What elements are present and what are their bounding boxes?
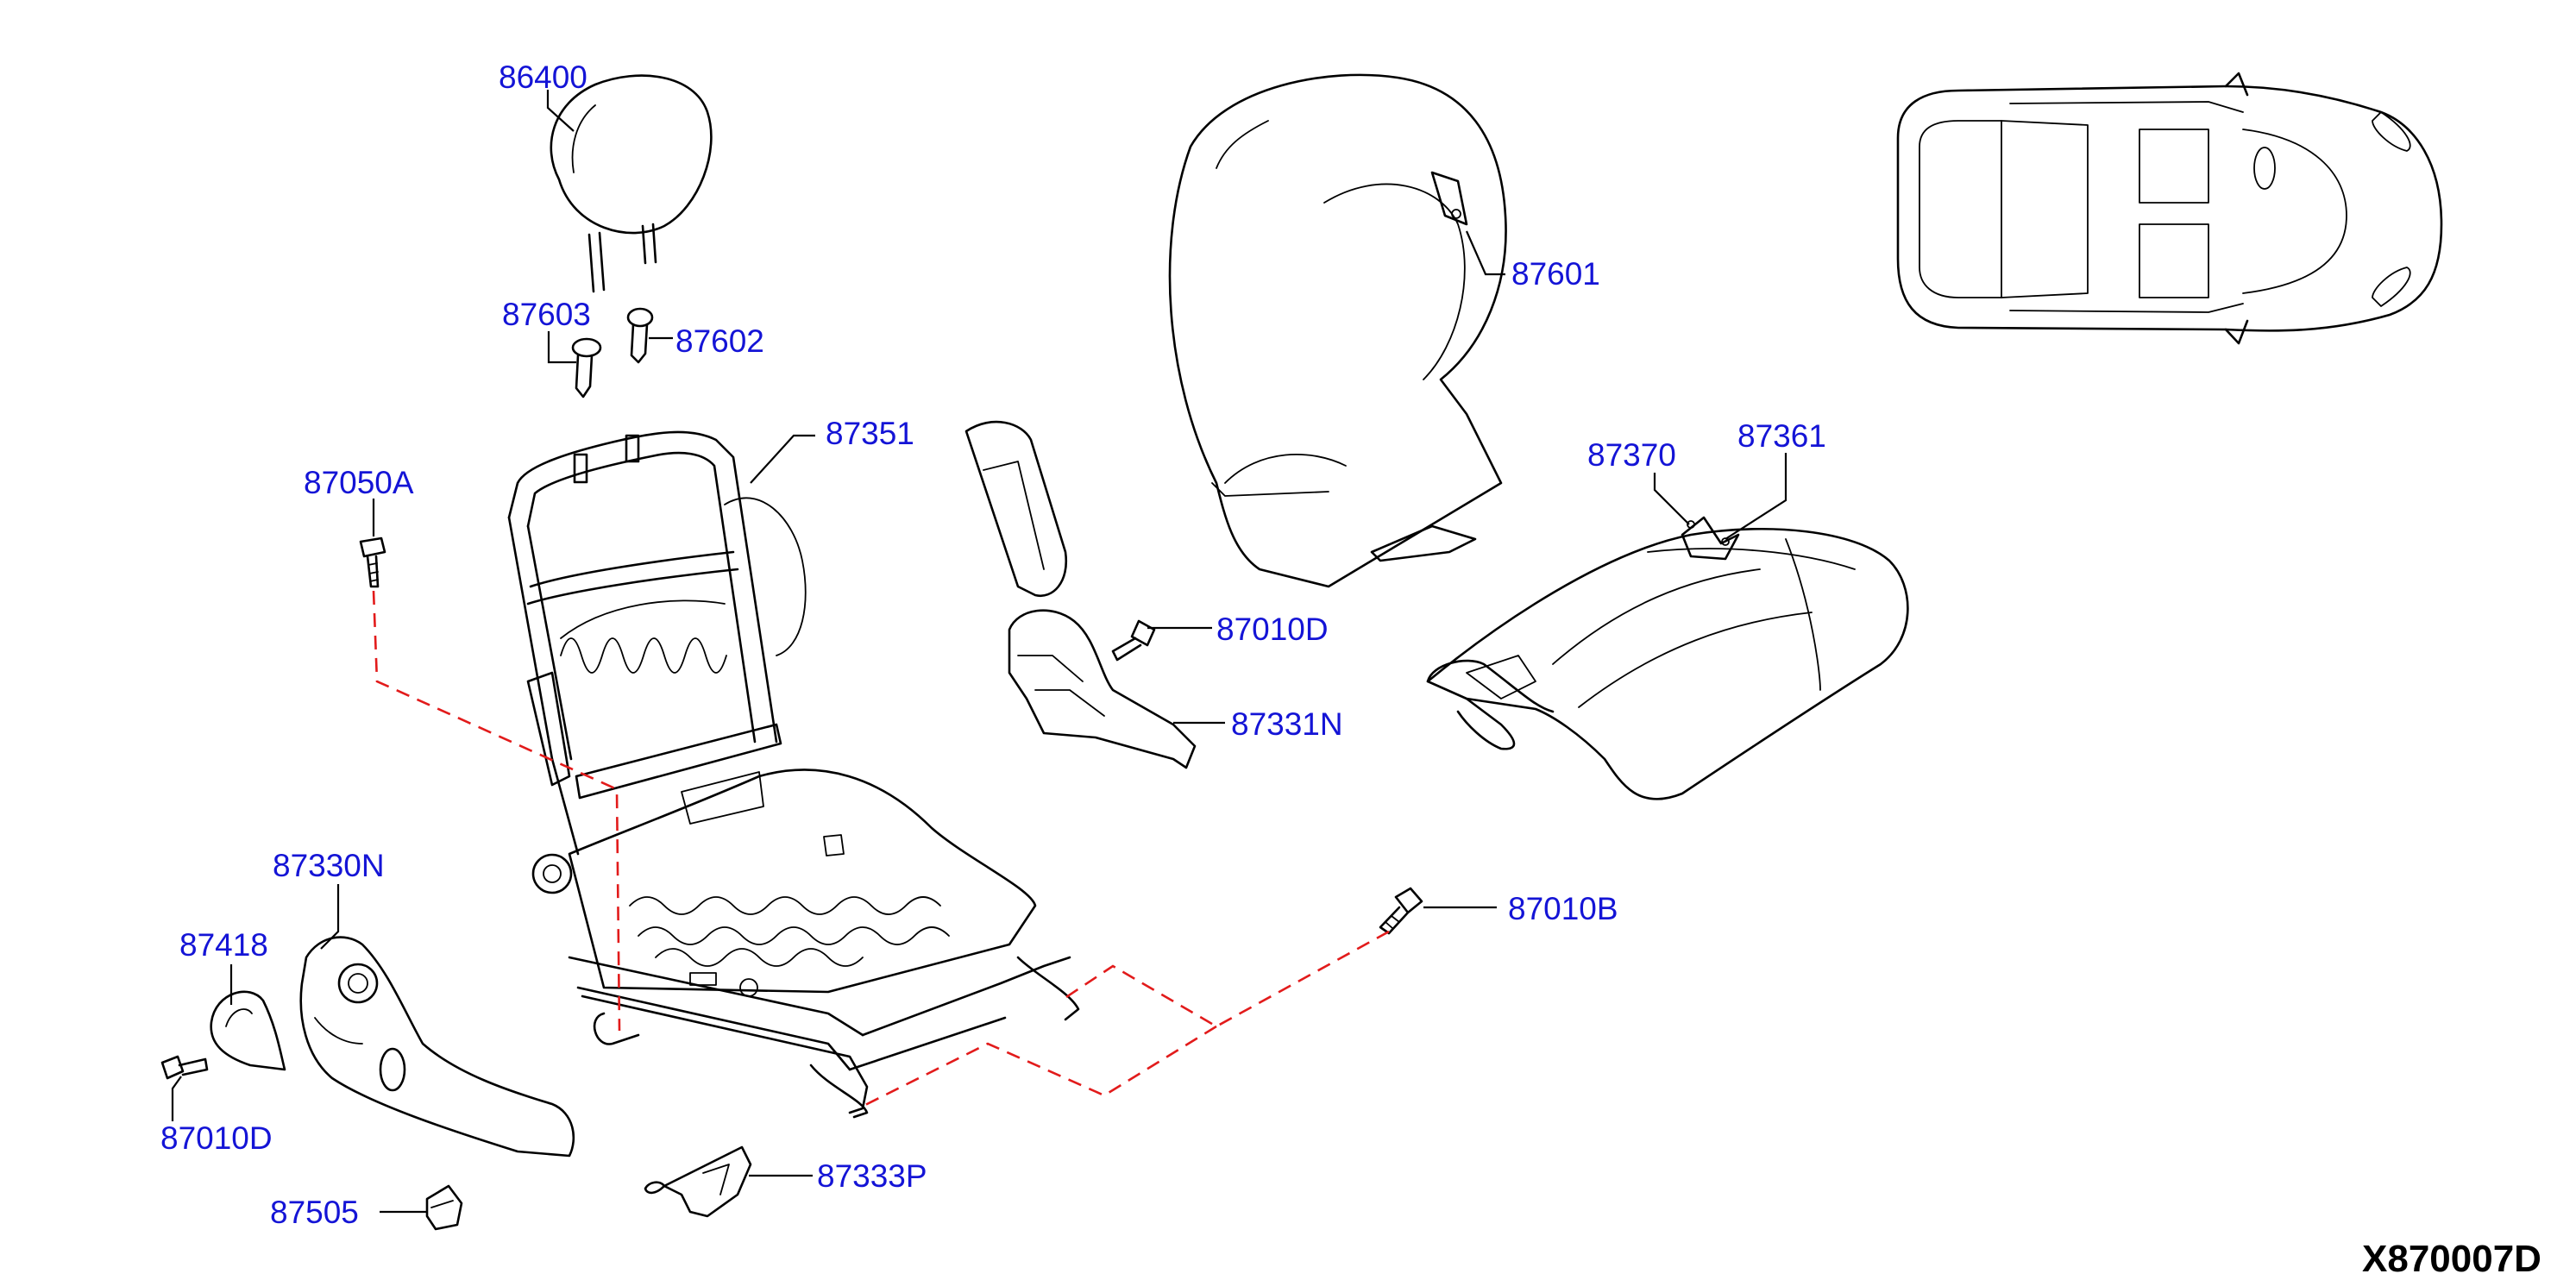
label-87333P: 87333P bbox=[817, 1158, 927, 1194]
headrest bbox=[550, 74, 713, 293]
bracket-87333P bbox=[644, 1145, 752, 1218]
clip-87505 bbox=[425, 1184, 463, 1231]
outer-finisher-87330N bbox=[299, 936, 575, 1158]
label-87370: 87370 bbox=[1587, 437, 1676, 473]
label-87418: 87418 bbox=[179, 927, 268, 963]
bolt-87010D-top bbox=[1111, 619, 1156, 662]
label-86400: 86400 bbox=[499, 60, 587, 95]
bolt-87010B bbox=[1379, 887, 1423, 935]
seat-back-frame bbox=[507, 430, 807, 894]
side-bolster-strip bbox=[964, 420, 1068, 598]
label-87010D-top: 87010D bbox=[1216, 612, 1329, 647]
label-87602: 87602 bbox=[675, 323, 764, 359]
label-87331N: 87331N bbox=[1231, 706, 1343, 742]
bolt-87050A bbox=[359, 536, 386, 588]
label-87603: 87603 bbox=[502, 297, 591, 332]
inner-shield-87331N bbox=[1008, 609, 1197, 769]
seat-cushion-cover bbox=[1426, 516, 1909, 800]
label-87351: 87351 bbox=[826, 416, 914, 451]
headrest-guide-clips bbox=[571, 307, 654, 398]
diagram-code: X870007D bbox=[2362, 1238, 2541, 1280]
leader-lines bbox=[171, 90, 1787, 1214]
vehicle-top-view bbox=[1896, 72, 2443, 345]
label-87330N: 87330N bbox=[273, 848, 385, 883]
recliner-knob bbox=[210, 990, 286, 1071]
seat-cushion-frame bbox=[568, 769, 1080, 1119]
bolt-87010D-bottom bbox=[160, 1055, 209, 1080]
reference-line-87010B bbox=[858, 930, 1390, 1110]
label-87050A: 87050A bbox=[304, 465, 414, 500]
label-87361: 87361 bbox=[1737, 418, 1826, 454]
seat-back-cover bbox=[1168, 73, 1507, 588]
label-87601: 87601 bbox=[1511, 256, 1600, 292]
reference-line-87050A bbox=[372, 590, 621, 1032]
label-87010B: 87010B bbox=[1508, 891, 1618, 926]
label-87505: 87505 bbox=[270, 1195, 359, 1230]
label-87010D-bottom: 87010D bbox=[160, 1120, 273, 1156]
